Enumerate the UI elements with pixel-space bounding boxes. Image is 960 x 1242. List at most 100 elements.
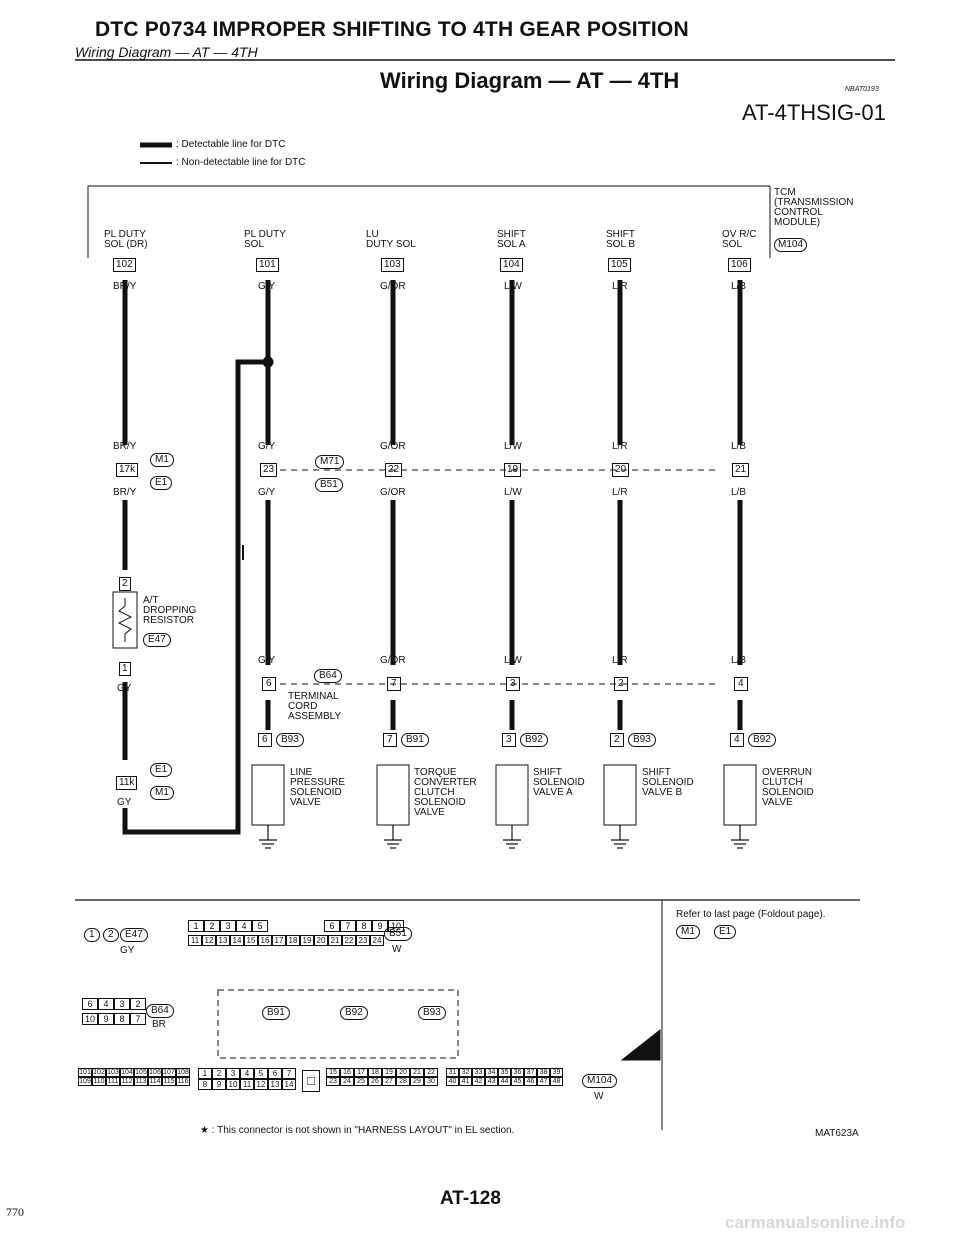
m104-key-symbol: □: [302, 1070, 320, 1092]
b51-pin: 5: [252, 920, 268, 932]
m104-pin: 8: [198, 1079, 212, 1090]
solenoid-label: TORQUE CONVERTER CLUTCH SOLENOID VALVE: [414, 767, 477, 818]
wire-color: G/Y: [258, 281, 276, 292]
cord-pin: 6: [262, 677, 276, 691]
footer-note: ★ : This connector is not shown in "HARN…: [200, 1125, 515, 1136]
m104-pin: 112: [120, 1077, 134, 1086]
solenoid-label: SHIFT SOLENOID VALVE B: [642, 767, 694, 798]
b64-pin: 9: [98, 1013, 114, 1025]
b51-pin: 12: [202, 935, 216, 946]
tcm-pin-name: LU DUTY SOL: [366, 229, 416, 250]
tcm-pin-name: PL DUTY SOL: [244, 229, 286, 250]
solenoid-connector: B93: [628, 733, 656, 747]
connector-color: W: [392, 944, 402, 955]
legend-detectable: : Detectable line for DTC: [176, 139, 286, 150]
m104-pin: 38: [537, 1068, 550, 1077]
connector-id-m1: M1: [150, 453, 174, 467]
m104-pin: 105: [134, 1068, 148, 1077]
b51-pin: 9: [372, 920, 388, 932]
m104-pin: 40: [446, 1077, 459, 1086]
wire-color: L/R: [612, 441, 628, 452]
b51-pin: 19: [300, 935, 314, 946]
m104-pin: 103: [106, 1068, 120, 1077]
solenoid-pin: 6: [258, 733, 272, 747]
tcm-pin-number: 106: [728, 258, 751, 272]
b51-pin: 7: [340, 920, 356, 932]
connector-id-m104: M104: [582, 1074, 618, 1088]
b51-pin: 18: [286, 935, 300, 946]
connector-id-b51: B51: [315, 478, 343, 492]
b51-pin: 22: [342, 935, 356, 946]
terminal-cord-label: TERMINAL CORD ASSEMBLY: [288, 691, 342, 722]
m104-pin: 17: [354, 1068, 368, 1077]
b51-pin: 8: [356, 920, 372, 932]
b51-row2: 11 12 13 14 15 16 17 18 19 20 21 22 23 2…: [188, 935, 384, 946]
b64-pin: 6: [82, 998, 98, 1010]
m104-pin: 12: [254, 1079, 268, 1090]
b51-spacer: [268, 920, 324, 932]
connector-id-b64: B64: [146, 1004, 174, 1018]
connector-id-m1: M1: [676, 925, 700, 939]
tcm-pin-number: 101: [256, 258, 279, 272]
connector-id-m71: M71: [315, 455, 345, 469]
connector-id-e1: E1: [150, 476, 173, 490]
m104-pin: 28: [396, 1077, 410, 1086]
m104-pin: 47: [537, 1077, 550, 1086]
m104-pin: 13: [268, 1079, 282, 1090]
m104-pin: 11: [240, 1079, 254, 1090]
connector-pin: 20: [612, 463, 630, 477]
b51-pin: 13: [216, 935, 230, 946]
wire-color: L/W: [504, 655, 522, 666]
resistor-connector: E47: [143, 633, 171, 647]
wire-color: L/B: [731, 487, 747, 498]
m104-pin: 107: [162, 1068, 176, 1077]
left-page-number: 770: [6, 1205, 24, 1219]
m104-pin: 21: [410, 1068, 424, 1077]
resistor-pin-top: 2: [119, 577, 131, 591]
cord-pin: 3: [506, 677, 520, 691]
m104-pin: 110: [92, 1077, 106, 1086]
m104-pin: 102: [92, 1068, 106, 1077]
m104-pin: 109: [78, 1077, 92, 1086]
tcm-pin-number: 103: [381, 258, 404, 272]
diagram-title: Wiring Diagram — AT — 4TH: [380, 68, 680, 93]
m104-pin: 44: [498, 1077, 511, 1086]
connector-id-b92: B92: [340, 1006, 368, 1020]
b64-row2: 10 9 8 7: [82, 1013, 146, 1025]
page-title: DTC P0734 IMPROPER SHIFTING TO 4TH GEAR …: [95, 18, 689, 41]
tcm-pin-name: PL DUTY SOL (DR): [104, 229, 148, 250]
b51-pin: 15: [244, 935, 258, 946]
wire-color: BR/Y: [113, 441, 137, 452]
m104-pin: 7: [282, 1068, 296, 1079]
m104-pin: 10: [226, 1079, 240, 1090]
b51-pin: 3: [220, 920, 236, 932]
e47-pin: 2: [103, 928, 119, 942]
solenoid-pin: 3: [502, 733, 516, 747]
cord-pin: 2: [614, 677, 628, 691]
m104-pin: 31: [446, 1068, 459, 1077]
m104-pin: 43: [485, 1077, 498, 1086]
b64-pin: 2: [130, 998, 146, 1010]
wire-color: BR/Y: [113, 281, 137, 292]
refer-note: Refer to last page (Foldout page).: [676, 909, 826, 920]
page-subtitle: Wiring Diagram — AT — 4TH: [75, 44, 258, 60]
tcm-pin-name: SHIFT SOL A: [497, 229, 526, 250]
b51-pin: 21: [328, 935, 342, 946]
m104-group-3: 15 16 17 18 19 20 21 22 23 24 25 26 27 2…: [326, 1068, 438, 1086]
solenoid-pin: 7: [383, 733, 397, 747]
b51-pin: 17: [272, 935, 286, 946]
connector-pin: 11k: [116, 776, 138, 790]
wire-color: G/Y: [258, 655, 276, 666]
connector-color: W: [594, 1091, 604, 1102]
b51-pin: 14: [230, 935, 244, 946]
m104-pin: 33: [472, 1068, 485, 1077]
tcm-pin-number: 102: [113, 258, 136, 272]
m104-pin: 6: [268, 1068, 282, 1079]
wire-color: L/R: [612, 655, 628, 666]
m104-pin: 25: [354, 1077, 368, 1086]
m104-pin: 5: [254, 1068, 268, 1079]
b64-pin: 10: [82, 1013, 98, 1025]
wire-color: GY: [117, 797, 132, 808]
solenoid-connector: B92: [520, 733, 548, 747]
wire-color: G/Y: [258, 487, 276, 498]
